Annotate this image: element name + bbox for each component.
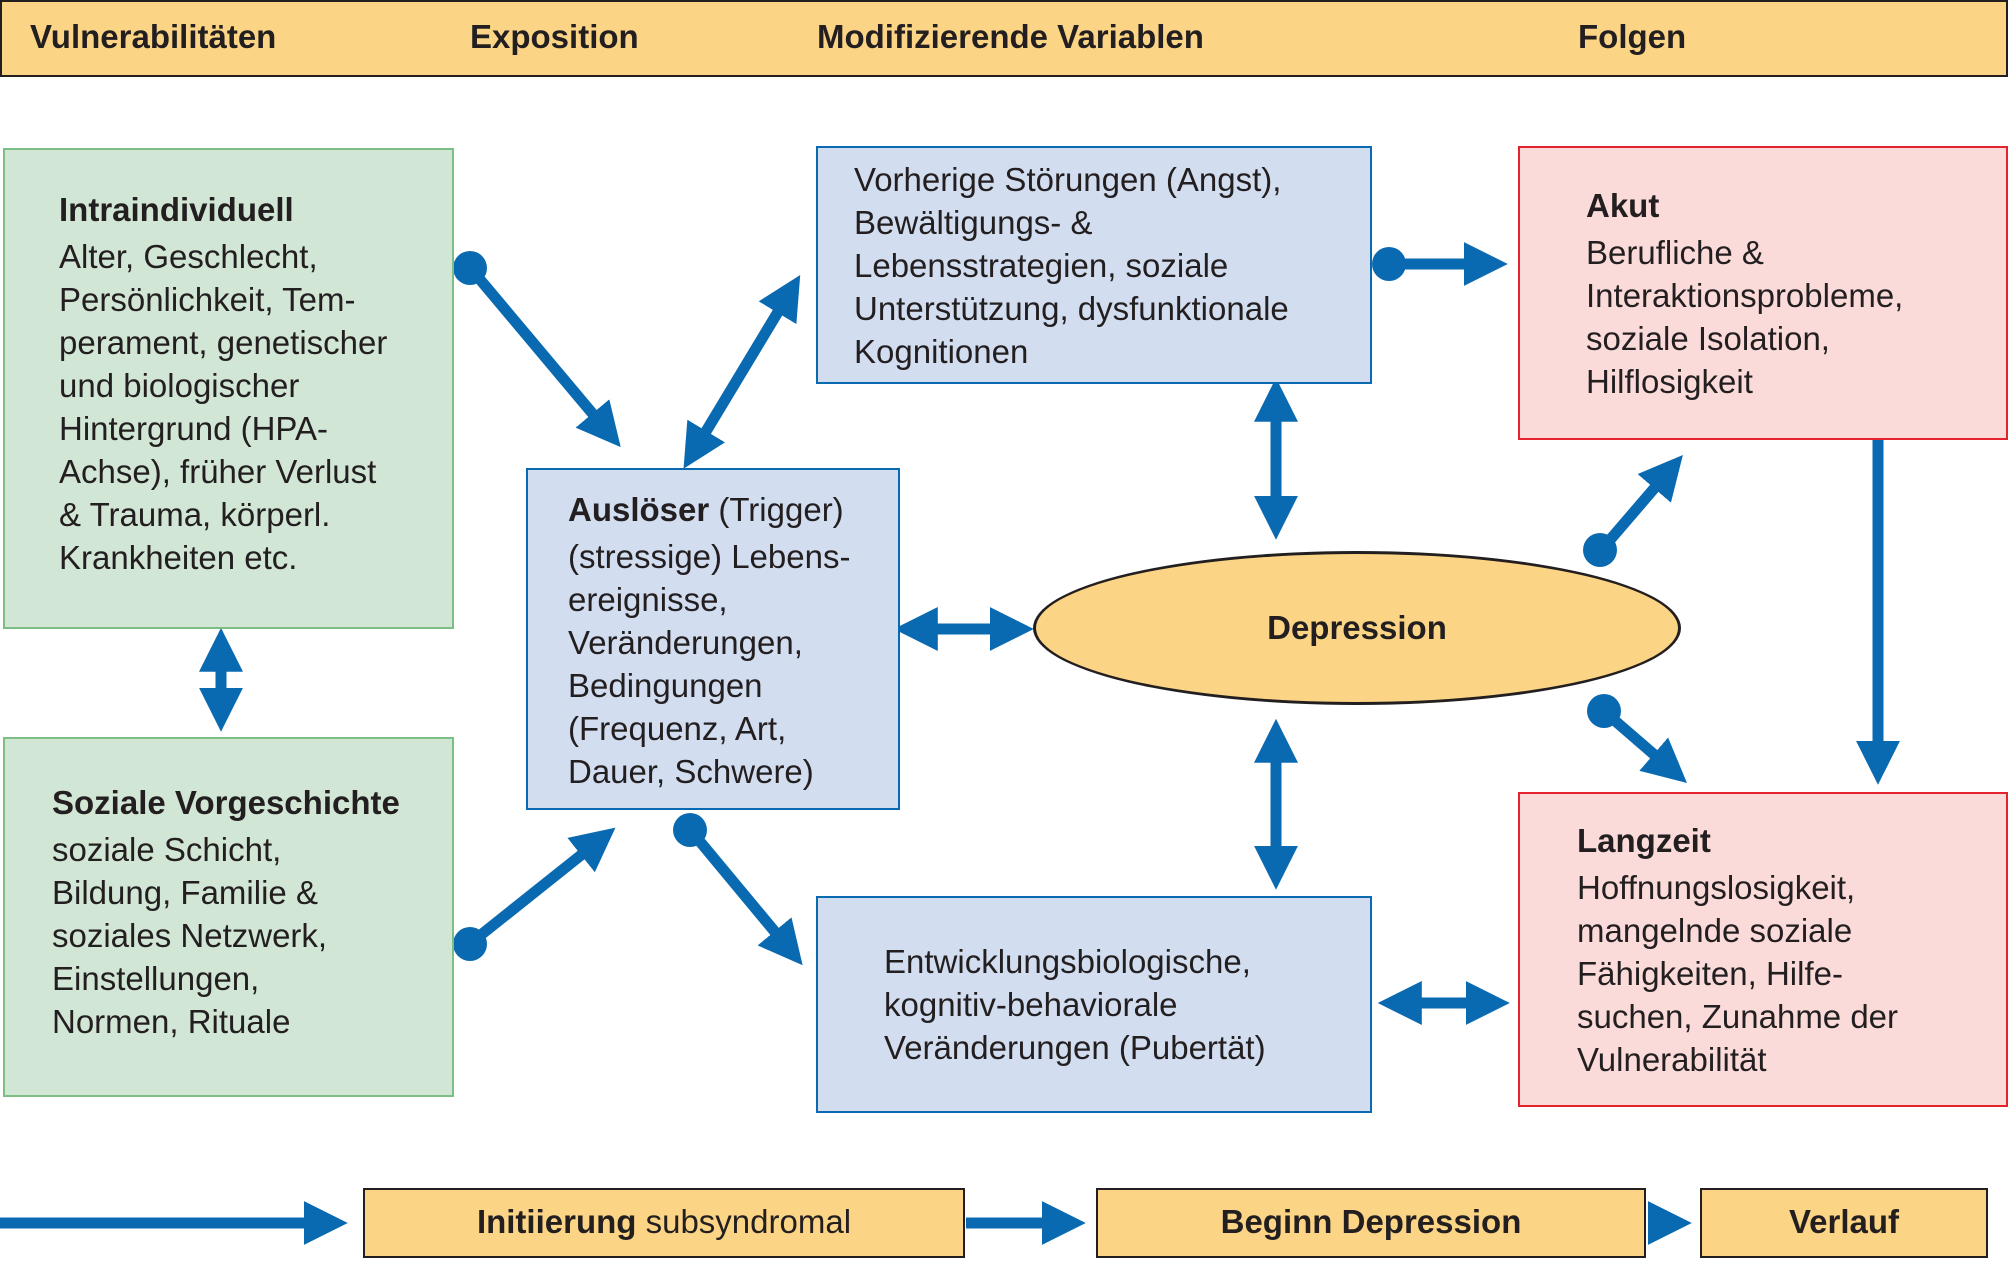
development-text: Entwicklungsbiologische, kognitiv-behavi… xyxy=(884,943,1266,1066)
trigger-heading: Auslöser (Trigger) xyxy=(568,488,892,531)
stage-course: Verlauf xyxy=(1700,1188,1988,1258)
depression-label: Depression xyxy=(1267,609,1447,646)
arrow-depression-to-acute xyxy=(1598,454,1683,552)
prior-disorders-box: Vorherige Störungen (Angst), Bewältigung… xyxy=(816,146,1372,384)
stage-initiation-rest: subsyndromal xyxy=(636,1203,852,1240)
stage-onset-label: Beginn Depression xyxy=(1220,1203,1522,1240)
acute-box: Akut Berufliche & Interaktionsprobleme, … xyxy=(1518,146,2008,440)
long-term-text: Hoffnungslosigkeit, mangelnde soziale Fä… xyxy=(1577,869,1899,1078)
header-exposure: Exposition xyxy=(470,18,639,55)
header-bar: Vulnerabilitäten Exposition Modifizieren… xyxy=(0,0,2008,77)
header-vulnerabilities: Vulnerabilitäten xyxy=(30,18,277,55)
header-consequences: Folgen xyxy=(1578,18,1687,55)
social-history-title: Soziale Vorgeschichte xyxy=(52,784,400,821)
acute-title: Akut xyxy=(1586,187,1660,224)
arrow-depression-to-longterm xyxy=(1602,708,1687,783)
long-term-title: Langzeit xyxy=(1577,822,1711,859)
social-history-box: Soziale Vorgeschichte soziale Schicht, B… xyxy=(3,737,454,1097)
arrow-trigger-prior-bidirectional xyxy=(683,275,801,469)
arrow-intraindividual-to-trigger xyxy=(467,266,621,448)
arrow-dot-prior xyxy=(1372,247,1406,281)
trigger-title: Auslöser xyxy=(568,491,710,528)
arrow-dot-social xyxy=(453,927,487,961)
trigger-title-suffix: (Trigger) xyxy=(709,491,844,528)
trigger-box: Auslöser (Trigger) (stressige) Lebens- e… xyxy=(526,468,900,810)
prior-disorders-text: Vorherige Störungen (Angst), Bewältigung… xyxy=(854,161,1289,370)
depression-ellipse: Depression xyxy=(1033,551,1681,705)
stage-onset: Beginn Depression xyxy=(1096,1188,1646,1258)
intraindividual-title: Intraindividuell xyxy=(59,191,294,228)
arrow-trigger-to-development xyxy=(687,828,803,966)
long-term-box: Langzeit Hoffnungslosigkeit, mangelnde s… xyxy=(1518,792,2008,1107)
arrow-dot-intraindividual xyxy=(453,251,487,285)
intraindividual-box: Intraindividuell Alter, Geschlecht, Pers… xyxy=(3,148,454,629)
arrow-dot-trigger xyxy=(673,813,707,847)
intraindividual-text: Alter, Geschlecht, Persönlichkeit, Tem- … xyxy=(59,238,388,576)
arrow-dot-depression-acute xyxy=(1583,533,1617,567)
stage-course-label: Verlauf xyxy=(1788,1203,1900,1240)
stage-initiation: Initiierung subsyndromal xyxy=(363,1188,965,1258)
development-box: Entwicklungsbiologische, kognitiv-behavi… xyxy=(816,896,1372,1113)
social-history-text: soziale Schicht, Bildung, Familie & sozi… xyxy=(52,831,328,1040)
trigger-text: (stressige) Lebens- ereignisse, Veränder… xyxy=(568,538,851,790)
stage-initiation-bold: Initiierung xyxy=(476,1203,637,1240)
header-modifying-variables: Modifizierende Variablen xyxy=(817,18,1204,55)
arrow-dot-depression-longterm xyxy=(1587,694,1621,728)
acute-text: Berufliche & Interaktionsprobleme, sozia… xyxy=(1586,234,1904,400)
arrow-social-to-trigger xyxy=(468,827,616,947)
